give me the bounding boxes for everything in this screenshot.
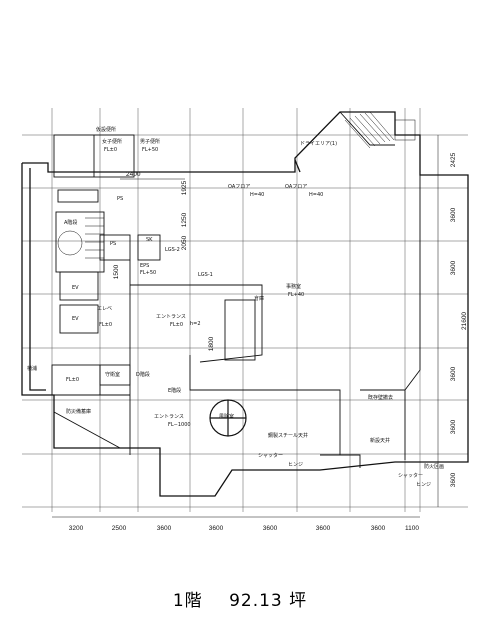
label-office: 事務室 bbox=[286, 283, 301, 290]
label-ele-hall: エレベ bbox=[97, 306, 112, 312]
label-office-fl: FL+40 bbox=[288, 292, 304, 298]
label-entrance1-fl: FL±0 bbox=[170, 322, 183, 328]
label-fl0: FL±0 bbox=[66, 377, 79, 383]
label-a-stair: A階段 bbox=[64, 219, 77, 226]
dim-inner-2: 1250 bbox=[181, 212, 188, 227]
dim-top-1: 2400 bbox=[126, 171, 141, 178]
floor-area: 92.13 坪 bbox=[229, 591, 308, 611]
label-male-fl: FL+50 bbox=[142, 147, 158, 153]
label-shutter2: シャッター bbox=[398, 472, 423, 479]
label-entrance2-fl: FL−1000 bbox=[168, 422, 191, 428]
label-planter: 風除室 bbox=[219, 413, 234, 420]
label-ps2: PS bbox=[117, 196, 123, 202]
label-oa2: OAフロア bbox=[285, 184, 307, 190]
dim-right-2: 3600 bbox=[450, 207, 457, 222]
label-note2: 既存壁撤去 bbox=[368, 394, 393, 401]
label-lgs1: LGS-1 bbox=[198, 272, 213, 278]
label-note4: 防火区画 bbox=[424, 463, 444, 470]
label-eps-fl: FL+50 bbox=[140, 270, 156, 276]
dim-bottom-1: 3200 bbox=[69, 525, 84, 532]
label-entrance2: エントランス bbox=[154, 414, 184, 420]
dim-bottom-5: 3600 bbox=[263, 525, 278, 532]
floor-caption: 1階 92.13 坪 bbox=[0, 586, 480, 611]
label-waste: 防災備蓄庫 bbox=[66, 408, 91, 415]
label-female-toilet: 女子便所 bbox=[102, 138, 122, 145]
label-guard: 守衛室 bbox=[105, 371, 120, 378]
inner-dimensions: 2400 1925 1250 2050 1500 1800 bbox=[113, 171, 215, 351]
dim-inner-4: 1500 bbox=[113, 264, 120, 279]
dimension-lines bbox=[52, 135, 439, 518]
label-note1: 鋼製スチール天井 bbox=[268, 432, 308, 439]
dim-inner-1: 1925 bbox=[181, 180, 188, 195]
dim-right-5: 3600 bbox=[450, 366, 457, 381]
dim-bottom-3: 3600 bbox=[157, 525, 172, 532]
right-dimensions: 2425 3600 3600 21600 3600 3600 3600 bbox=[450, 152, 468, 487]
label-shutter1: シャッター bbox=[258, 452, 283, 459]
dim-bottom-2: 2500 bbox=[112, 525, 127, 532]
label-oa1: OAフロア bbox=[228, 184, 250, 190]
label-entrance1-slope: h=2 bbox=[190, 321, 201, 327]
bottom-dimensions: 3200 2500 3600 3600 3600 3600 3600 1100 bbox=[69, 525, 420, 532]
label-oa2-h: H=40 bbox=[309, 192, 323, 198]
label-eps: EPS bbox=[140, 263, 149, 269]
label-entrance1: エントランス bbox=[156, 314, 186, 320]
label-lgs2: LGS-2 bbox=[165, 247, 180, 253]
label-yoko: 横浦 bbox=[27, 365, 37, 372]
dim-right-3: 3600 bbox=[450, 260, 457, 275]
dim-bottom-8: 1100 bbox=[405, 525, 419, 532]
label-hinge2: ヒンジ bbox=[416, 482, 431, 488]
floor-plan: 3200 2500 3600 3600 3600 3600 3600 1100 … bbox=[21, 108, 469, 532]
label-kanri-toilet: 仮設便所 bbox=[96, 126, 116, 133]
label-oa1-h: H=40 bbox=[250, 192, 264, 198]
label-storage: 倉庫 bbox=[254, 295, 264, 302]
dim-bottom-7: 3600 bbox=[371, 525, 386, 532]
grid-lines bbox=[22, 108, 468, 512]
dim-bottom-4: 3600 bbox=[209, 525, 224, 532]
label-note3: 新設天井 bbox=[370, 437, 390, 444]
label-dry-area: ドライエリア(1) bbox=[300, 141, 337, 147]
dim-bottom-6: 3600 bbox=[316, 525, 331, 532]
label-ev1: EV bbox=[72, 285, 79, 291]
dim-inner-5: 1800 bbox=[208, 336, 215, 351]
dim-right-1: 2425 bbox=[450, 152, 457, 167]
inner-walls bbox=[51, 111, 421, 468]
dim-right-6: 3600 bbox=[450, 419, 457, 434]
dim-inner-3: 2050 bbox=[181, 235, 188, 250]
label-ps: PS bbox=[110, 241, 116, 247]
outer-walls bbox=[21, 111, 469, 497]
label-e-stair: E階段 bbox=[168, 387, 181, 394]
stair-a bbox=[57, 217, 104, 259]
dim-right-7: 3600 bbox=[450, 472, 457, 487]
dry-area-stair bbox=[344, 111, 416, 149]
label-male-toilet: 男子便所 bbox=[140, 138, 160, 145]
floor-label: 1階 bbox=[172, 591, 203, 611]
label-hinge1: ヒンジ bbox=[288, 462, 303, 468]
dim-right-4: 21600 bbox=[461, 312, 468, 330]
label-sk: SK bbox=[146, 237, 153, 243]
label-ev2: EV bbox=[72, 316, 79, 322]
revolving-door bbox=[209, 399, 247, 437]
label-d-stair: D階段 bbox=[136, 371, 150, 378]
room-labels: 仮設便所 女子便所 FL±0 男子便所 FL+50 A階段 PS SK PS E… bbox=[27, 126, 444, 488]
label-female-fl: FL±0 bbox=[104, 147, 117, 153]
label-ele-hall-fl: FL±0 bbox=[99, 322, 112, 328]
